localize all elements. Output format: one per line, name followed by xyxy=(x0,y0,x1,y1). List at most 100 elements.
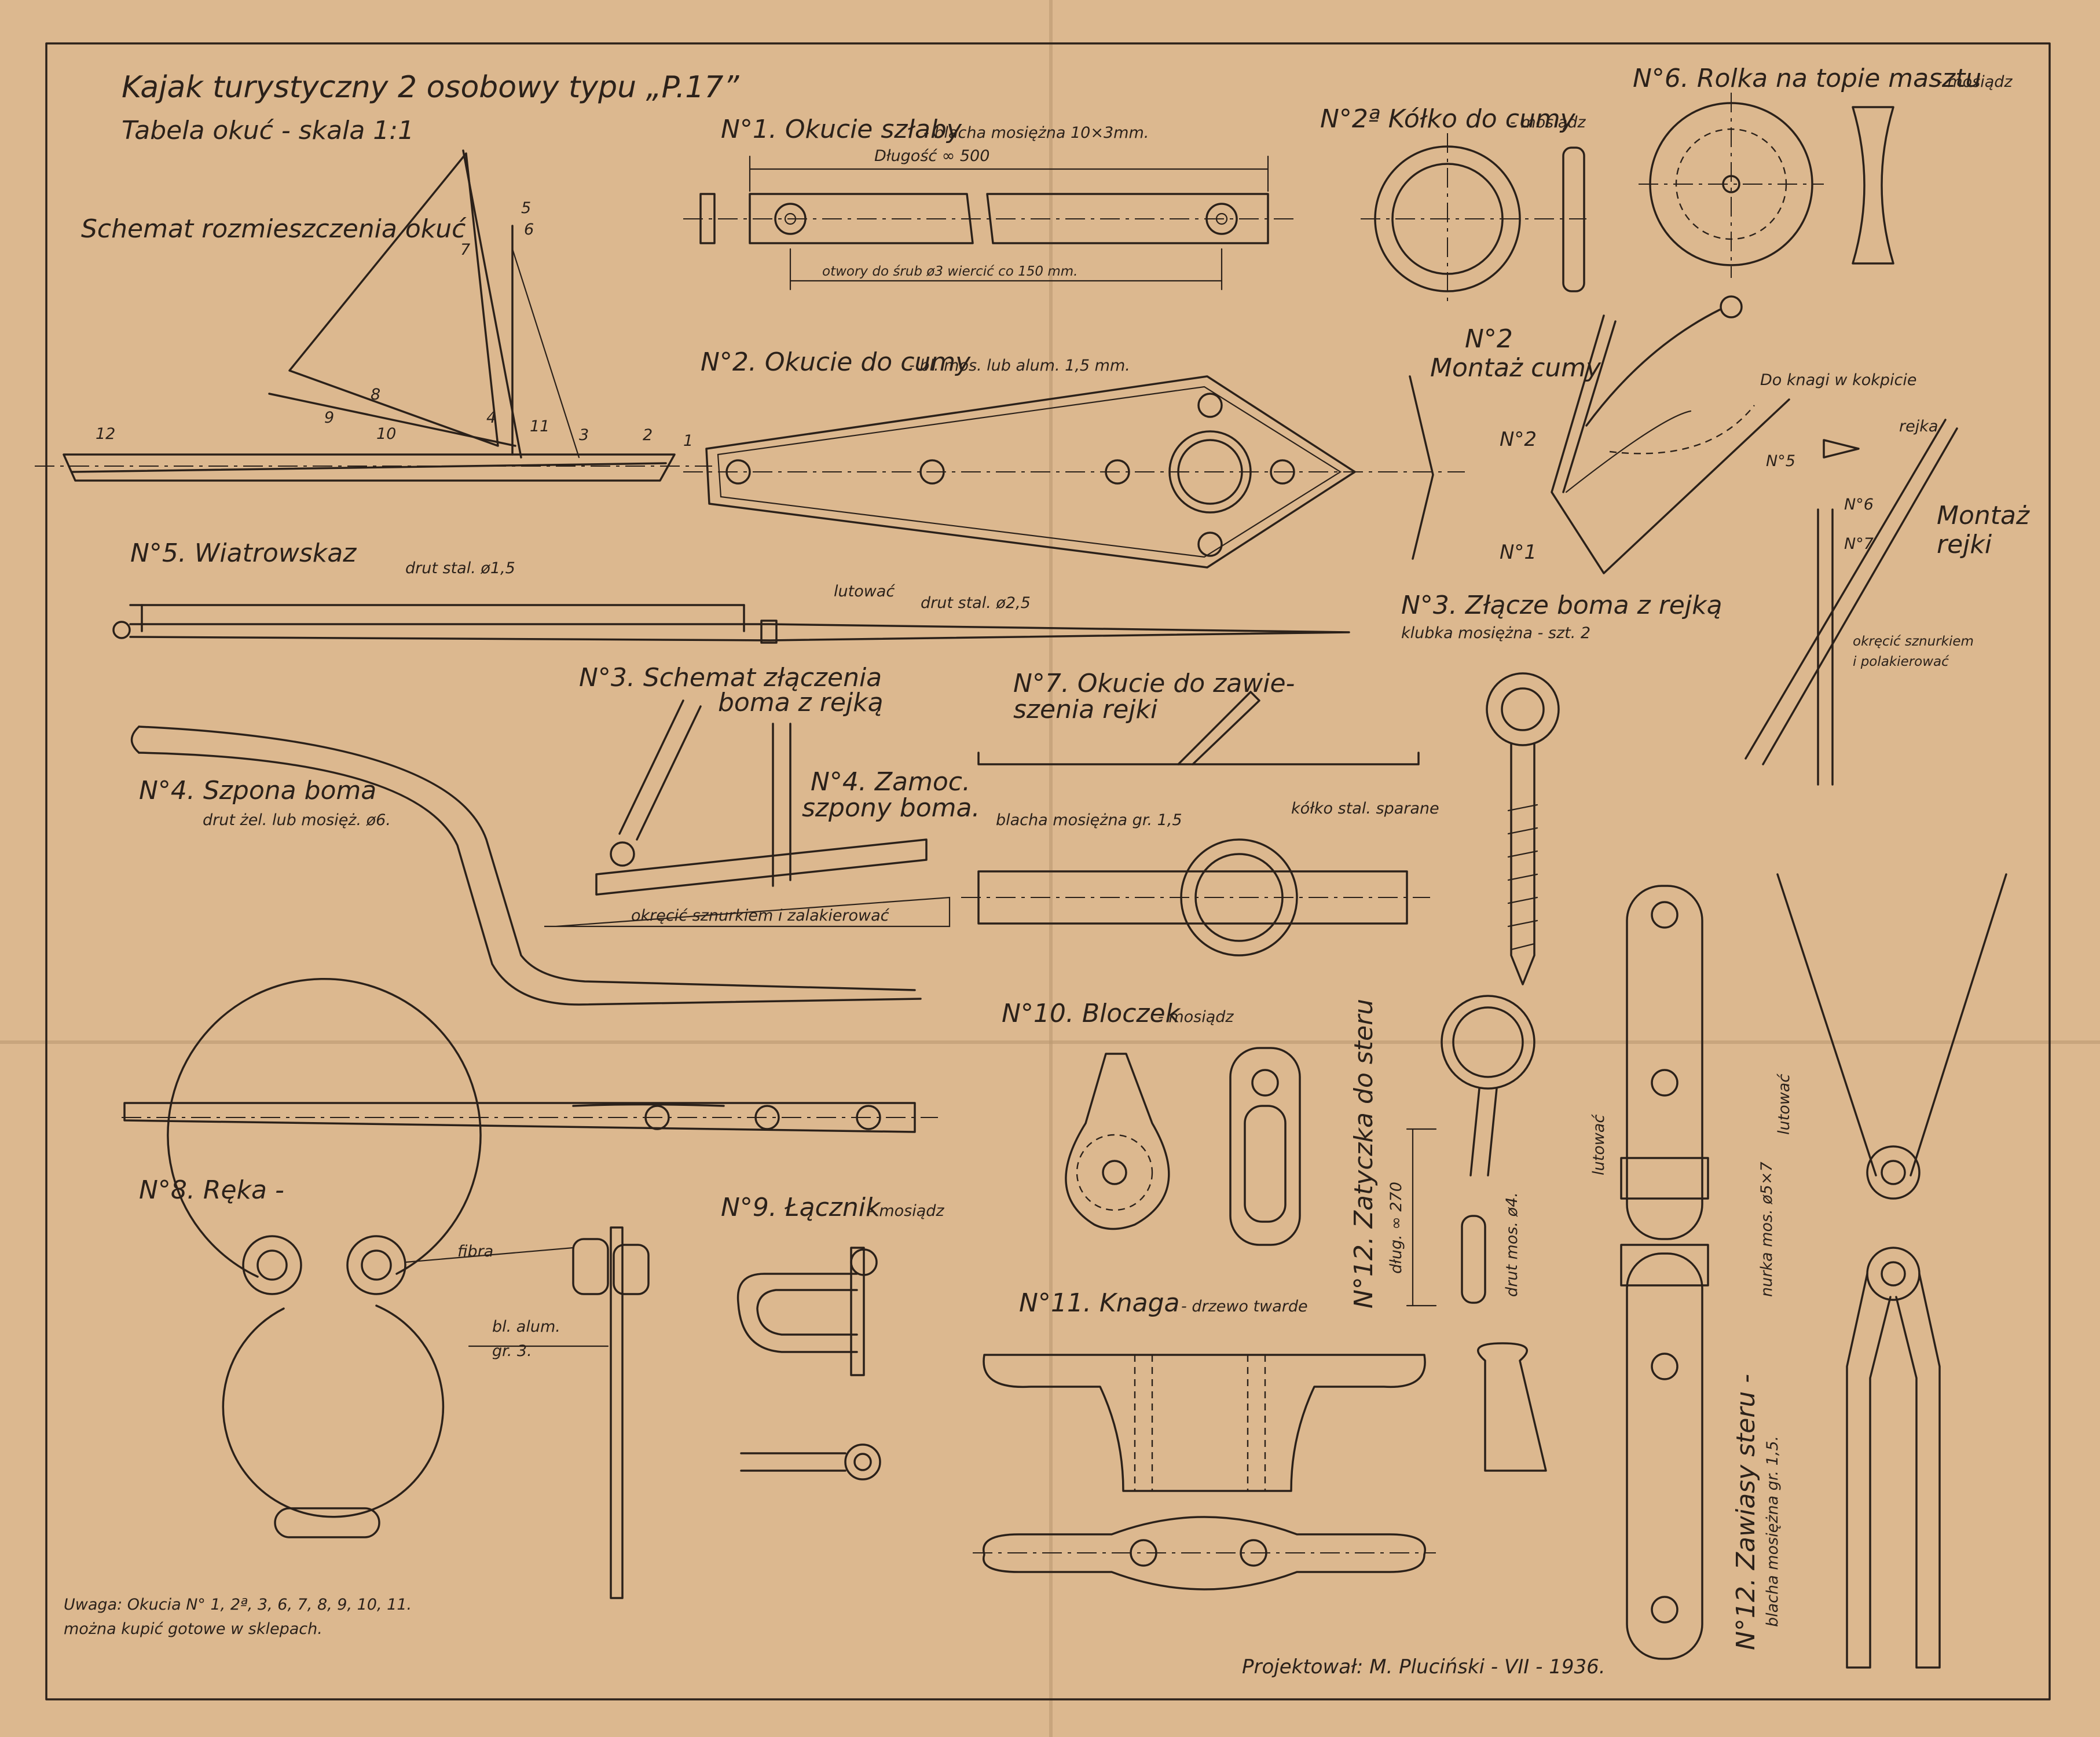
part-12-pin-title: N°12. Zatyczka do steru xyxy=(1349,999,1379,1309)
part-12-hinge-solder2: lutować xyxy=(1775,1073,1793,1135)
mooring-label-n2: N°2 xyxy=(1500,428,1537,451)
part-3-eye-screw: N°3. Złącze boma z rejką klubka mosiężna… xyxy=(1401,591,1722,985)
part-2-title: N°2. Okucie do cumy xyxy=(701,347,971,377)
part-12-rudder-pin: N°12. Zatyczka do steru dług. ∞ 270 drut… xyxy=(1349,995,1547,1472)
part-2a-mooring-ring: N°2ª Kółko do cumy - mosiądz xyxy=(1320,104,1586,301)
part-8-title: N°8. Ręka - xyxy=(139,1175,284,1205)
part-4-boom-section xyxy=(123,1102,916,1133)
part-5-spindle xyxy=(129,623,1350,642)
marker-12: 12 xyxy=(96,425,115,443)
part-12-rudder-hinges: N°12. Zawiasy steru - blacha mosiężna gr… xyxy=(1590,873,2007,1669)
sail xyxy=(288,152,499,447)
footnote-line-1: Uwaga: Okucia N° 1, 2ª, 3, 6, 7, 8, 9, 1… xyxy=(64,1596,412,1614)
part-8-alum2: gr. 3. xyxy=(492,1342,532,1360)
part-10-title: N°10. Bloczek xyxy=(1002,999,1181,1028)
part-1-strip-left xyxy=(749,193,974,244)
part-7-material: blacha mosiężna gr. 1,5 xyxy=(996,811,1182,829)
boom xyxy=(268,393,516,447)
part-2-mooring-plate: N°2. Okucie do cumy - bl. mos. lub alum.… xyxy=(683,347,1465,569)
part-2a-material: - mosiądz xyxy=(1510,113,1586,131)
part-12-pin-length: dług. ∞ 270 xyxy=(1387,1182,1405,1274)
part-2-ring-hole xyxy=(1168,430,1252,514)
hinge-plate-upper xyxy=(1626,885,1703,1240)
marker-3: 3 xyxy=(579,426,589,444)
mooring-assembly-title: Montaż cumy xyxy=(1430,353,1601,383)
part-11-material: - drzewo twarde xyxy=(1181,1298,1308,1315)
part-1-title: N°1. Okucie szłaby xyxy=(721,115,962,144)
joint-schematic-note: okręcić sznurkiem i zalakierować xyxy=(631,907,890,925)
part-5-solder: lutować xyxy=(834,582,895,600)
gaff xyxy=(462,149,522,459)
gaff-assembly-n6: N°6 xyxy=(1844,496,1874,514)
part-2-material: - bl. mos. lub alum. 1,5 mm. xyxy=(909,357,1130,375)
marker-9: 9 xyxy=(324,409,334,427)
mooring-bow-outline xyxy=(1551,314,1790,574)
part-4-boom-claw: N°4. Szpona boma drut żel. lub mosięż. ø… xyxy=(122,725,938,1133)
boom-gaff-joint-schematic: N°3. Schemat złączenia boma z rejką okrę… xyxy=(544,663,951,928)
part-12-hinge-title: N°12. Zawiasy steru - xyxy=(1731,1374,1761,1650)
gaff-assembly-note1: okręcić sznurkiem xyxy=(1853,634,1974,649)
part-3-material: klubka mosiężna - szt. 2 xyxy=(1401,624,1590,642)
mooring-assembly: N°2 Montaż cumy Do knagi w kokpicie N°2 … xyxy=(1430,295,1916,574)
sheet-border xyxy=(45,42,2051,1701)
part-12-hinge-material: blacha mosiężna gr. 1,5. xyxy=(1764,1436,1782,1627)
part-2a-title: N°2ª Kółko do cumy xyxy=(1320,104,1576,134)
part-5-wire-2: drut stal. ø2,5 xyxy=(921,594,1031,612)
designer-signature: Projektował: M. Pluciński - VII - 1936. xyxy=(1242,1655,1606,1679)
claw-mount-title2: szpony boma. xyxy=(802,793,980,823)
part-7-title2: szenia rejki xyxy=(1013,695,1158,724)
hinge-plate-lower xyxy=(1626,1252,1703,1660)
part-3-title: N°3. Złącze boma z rejką xyxy=(1401,591,1722,620)
part-4-material: drut żel. lub mosięż. ø6. xyxy=(203,811,391,829)
marker-4: 4 xyxy=(486,409,496,427)
part-9-title: N°9. Łącznik xyxy=(721,1193,881,1222)
part-10-material: - mosiądz xyxy=(1158,1008,1234,1026)
joint-schematic-title: N°3. Schemat złączenia xyxy=(579,663,882,692)
marker-2: 2 xyxy=(643,426,653,444)
part-4-claw-lower xyxy=(138,752,922,1006)
part-1-material: - blacha mosiężna 10×3mm. xyxy=(923,124,1149,142)
part-5-wind-vane: N°5. Wiatrowskaz drut stal. ø1,5 lutować… xyxy=(112,538,1350,644)
part-6-sheave-side xyxy=(1852,106,1894,265)
gaff-spar xyxy=(1744,419,1947,760)
part-7-ring-label: kółko stal. sparane xyxy=(1291,800,1439,818)
part-10-block-face xyxy=(1065,1053,1170,1230)
part-8-hand-grip: N°8. Ręka - fibra bl. alum. gr. 3. xyxy=(139,978,650,1599)
part-4-claw-upper xyxy=(138,725,916,991)
part-1-length: Długość ∞ 500 xyxy=(874,147,989,165)
part-9-pin-head xyxy=(844,1443,881,1481)
footnote-line-2: można kupić gotowe w sklepach. xyxy=(64,1620,322,1638)
part-2-plate-outline xyxy=(705,375,1356,569)
part-9-shackle: N°9. Łącznik - mosiądz xyxy=(721,1193,944,1481)
part-7-plate-side xyxy=(977,752,1420,765)
gaff-assembly-title: Montaż xyxy=(1937,501,2030,530)
boom-claw-mount: N°4. Zamoc. szpony boma. xyxy=(802,767,980,823)
sheet-title: Kajak turystyczny 2 osobowy typu „P.17” xyxy=(122,70,739,105)
part-3-eye xyxy=(1486,672,1560,746)
part-12-hinge-rivet: nurka mos. ø5×7 xyxy=(1758,1161,1776,1297)
part-1-strake-fitting: N°1. Okucie szłaby - blacha mosiężna 10×… xyxy=(683,115,1294,291)
part-10-block: N°10. Bloczek - mosiądz xyxy=(1002,999,1301,1246)
joint-schematic-boom xyxy=(595,838,928,896)
joint-schematic-title2: boma z rejką xyxy=(718,688,884,717)
mooring-label-n1: N°1 xyxy=(1500,541,1537,564)
gaff-assembly-title2: rejki xyxy=(1937,530,1992,559)
part-6-title: N°6. Rolka na topie masztu xyxy=(1633,64,1981,93)
gaff-assembly-note2: i polakierować xyxy=(1853,654,1949,669)
sheet-subtitle: Tabela okuć - skala 1:1 xyxy=(122,116,414,145)
part-10-block-side xyxy=(1229,1047,1301,1246)
marker-11: 11 xyxy=(530,417,549,435)
marker-1: 1 xyxy=(683,432,693,450)
part-6-masthead-sheave: N°6. Rolka na topie masztu - mosiądz xyxy=(1633,64,2013,278)
part-12-pin-wire: drut mos. ø4. xyxy=(1503,1192,1521,1297)
part-6-material: - mosiądz xyxy=(1937,73,2013,91)
mooring-assembly-note: Do knagi w kokpicie xyxy=(1760,371,1916,389)
claw-mount-title: N°4. Zamoc. xyxy=(811,767,970,797)
hull-deck-line xyxy=(71,462,667,473)
part-11-cleat-side xyxy=(983,1354,1426,1492)
part-1-strip-right xyxy=(986,193,1269,244)
part-11-cleat-top xyxy=(983,1516,1426,1591)
marker-8: 8 xyxy=(371,386,380,404)
